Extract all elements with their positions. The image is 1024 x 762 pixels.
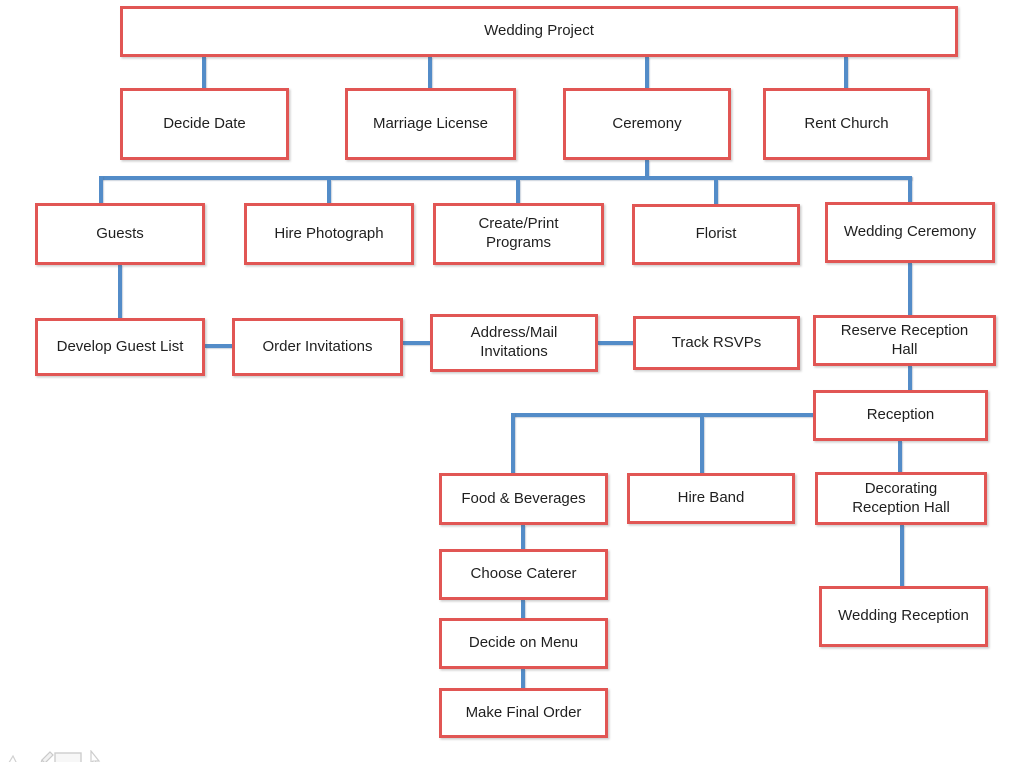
connector-segment [645, 57, 649, 88]
diagram-node-food-beverages[interactable]: Food & Beverages [439, 473, 608, 525]
diagram-node-choose-caterer[interactable]: Choose Caterer [439, 549, 608, 600]
node-label: Decide Date [163, 114, 246, 132]
diagram-node-develop-guest-list[interactable]: Develop Guest List [35, 318, 205, 376]
diagram-node-reception[interactable]: Reception [813, 390, 988, 441]
diagram-node-florist[interactable]: Florist [632, 204, 800, 265]
connector-segment [714, 180, 718, 204]
diagram-node-reserve-reception-hall[interactable]: Reserve Reception Hall [813, 315, 996, 366]
connector-segment [403, 341, 430, 345]
node-label: Make Final Order [465, 703, 582, 721]
diagram-node-decide-date[interactable]: Decide Date [120, 88, 289, 160]
connector-segment [99, 176, 103, 203]
node-label: Guests [96, 224, 144, 242]
drawing-toolbar-fragment [0, 744, 120, 762]
connector-segment [900, 525, 904, 586]
freeform-shape-icon[interactable] [5, 752, 21, 762]
diagram-node-decorating-reception-hall[interactable]: Decorating Reception Hall [815, 472, 987, 525]
diagram-node-track-rsvps[interactable]: Track RSVPs [633, 316, 800, 370]
node-label: Order Invitations [262, 337, 373, 355]
diagram-node-make-final-order[interactable]: Make Final Order [439, 688, 608, 738]
node-label: Decorating Reception Hall [852, 479, 950, 516]
node-label: Address/Mail Invitations [470, 324, 558, 360]
connector-segment [598, 341, 633, 345]
node-label: Wedding Project [484, 22, 594, 40]
node-label: Wedding Reception [838, 607, 969, 625]
connector-segment [511, 413, 515, 473]
connector-segment [99, 176, 912, 180]
node-label: Develop Guest List [56, 337, 184, 355]
node-label: Decide on Menu [468, 634, 579, 652]
diagram-node-wedding-ceremony[interactable]: Wedding Ceremony [825, 202, 995, 263]
diagram-node-order-invitations[interactable]: Order Invitations [232, 318, 403, 376]
diagram-node-ceremony[interactable]: Ceremony [563, 88, 731, 160]
connector-segment [908, 366, 912, 390]
node-label: Rent Church [804, 114, 889, 132]
connector-segment [908, 263, 912, 315]
connector-segment [521, 525, 525, 549]
connector-segment [521, 600, 525, 618]
connector-segment [844, 57, 848, 88]
connector-segment [898, 441, 902, 472]
connector-segment [645, 160, 649, 178]
pencil-icon[interactable] [37, 750, 55, 762]
node-label: Reception [866, 406, 935, 424]
diagram-node-create-print-programs[interactable]: Create/Print Programs [433, 203, 604, 265]
connector-segment [908, 176, 912, 202]
node-label: Reserve Reception Hall [840, 321, 969, 358]
connector-segment [327, 180, 331, 203]
diagram-node-rent-church[interactable]: Rent Church [763, 88, 930, 160]
node-label: Track RSVPs [671, 333, 762, 351]
connector-segment [205, 344, 232, 348]
rectangle-icon[interactable] [54, 752, 82, 762]
node-label: Florist [695, 225, 737, 243]
node-label: Hire Photograph [274, 224, 384, 242]
connector-segment [202, 57, 206, 88]
node-label: Ceremony [612, 114, 682, 132]
cursor-arrow-icon[interactable] [88, 750, 102, 762]
node-label: Choose Caterer [470, 565, 577, 583]
diagram-node-marriage-license[interactable]: Marriage License [345, 88, 516, 160]
node-label: Hire Band [677, 489, 745, 507]
diagram-node-wedding-project[interactable]: Wedding Project [120, 6, 958, 57]
connector-segment [700, 417, 704, 473]
node-label: Wedding Ceremony [843, 223, 977, 241]
connector-segment [521, 669, 525, 688]
connector-segment [516, 180, 520, 203]
diagram-node-address-mail-invitations[interactable]: Address/Mail Invitations [430, 314, 598, 372]
node-label: Marriage License [372, 114, 489, 132]
node-label: Create/Print Programs [478, 215, 559, 251]
node-label: Food & Beverages [461, 489, 586, 507]
connector-segment [511, 413, 813, 417]
diagram-node-wedding-reception[interactable]: Wedding Reception [819, 586, 988, 647]
diagram-node-decide-on-menu[interactable]: Decide on Menu [439, 618, 608, 669]
connector-segment [118, 265, 122, 318]
diagram-node-hire-band[interactable]: Hire Band [627, 473, 795, 524]
diagram-node-guests[interactable]: Guests [35, 203, 205, 265]
connector-segment [428, 57, 432, 88]
diagram-node-hire-photograph[interactable]: Hire Photograph [244, 203, 414, 265]
